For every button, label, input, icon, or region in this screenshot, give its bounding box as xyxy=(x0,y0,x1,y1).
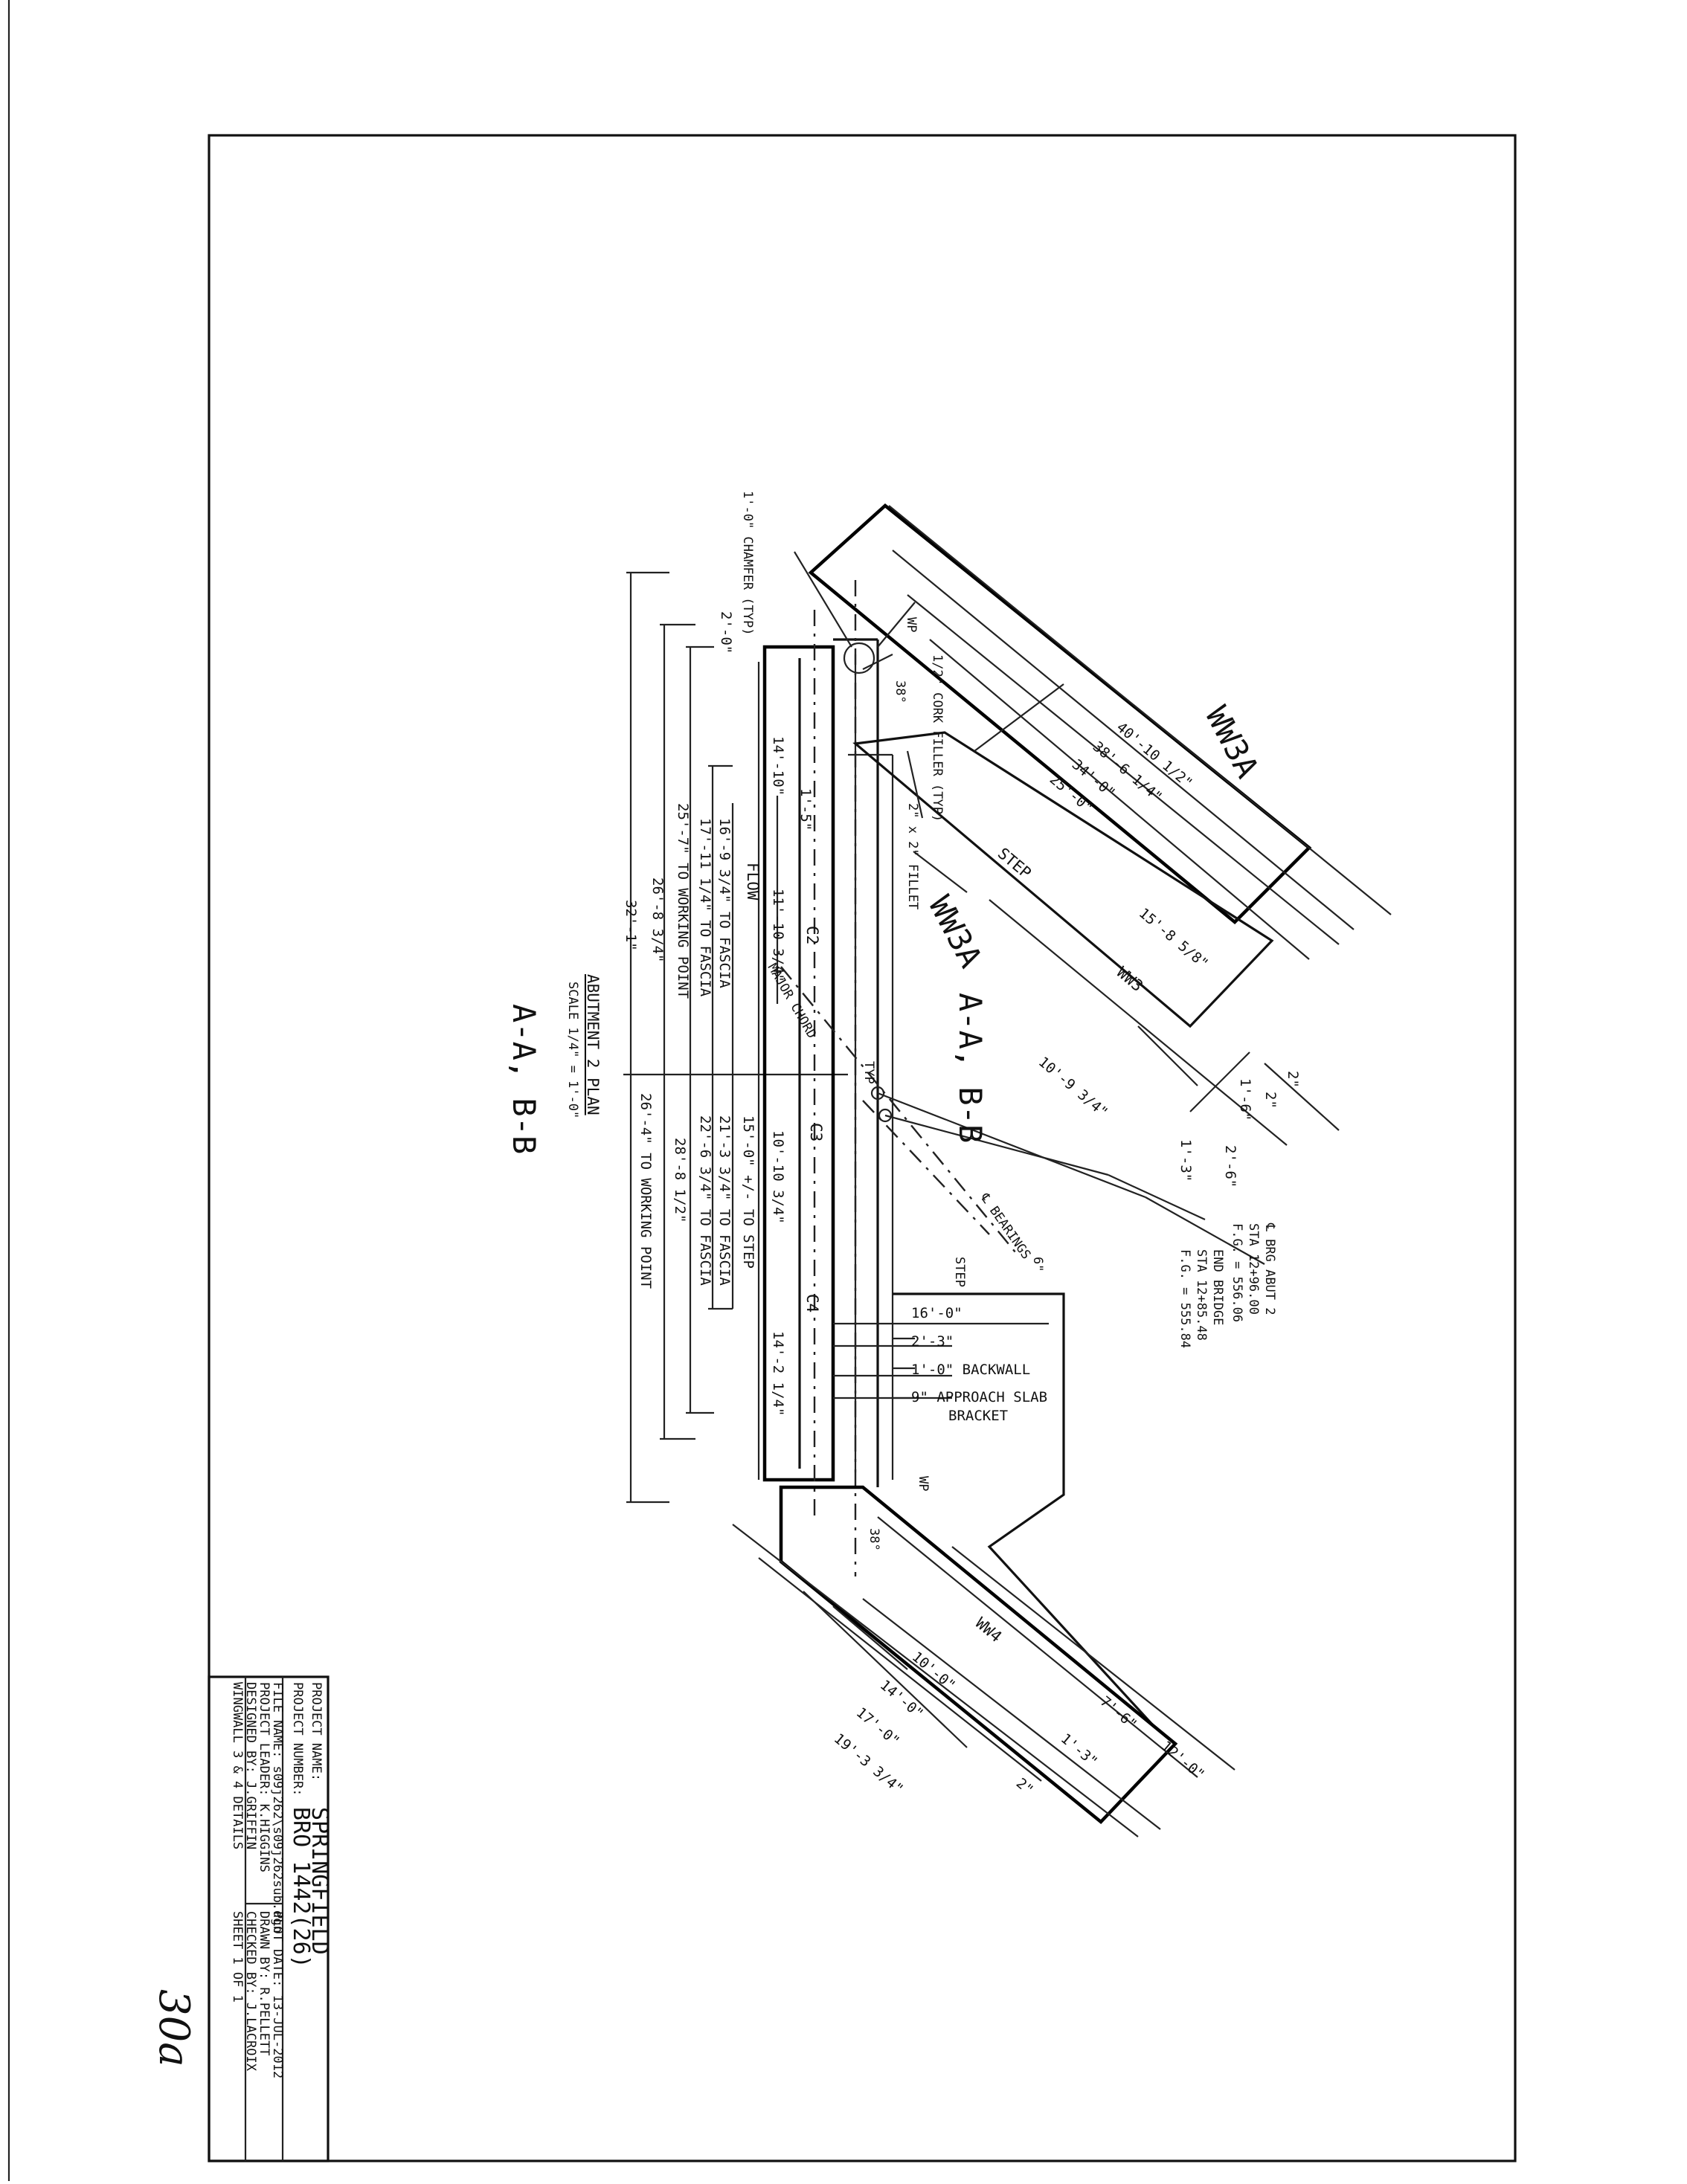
dim-25-7: 25'-7" TO WORKING POINT xyxy=(675,803,691,999)
brg-abut-label: ℄ BRG ABUT 2 xyxy=(1262,1223,1277,1315)
bearings-label: ℄ BEARINGS xyxy=(977,1191,1033,1263)
angle-bottom-label: 38° xyxy=(867,1528,881,1551)
title-block xyxy=(208,1675,330,2162)
dim-2c: 2" xyxy=(1013,1775,1037,1799)
aa-bb-label-mid: A-A, B-B xyxy=(952,993,989,1143)
dim-26-4: 26'-4" TO WORKING POINT xyxy=(637,1093,654,1289)
fillet-label: 2" x 2" FILLET xyxy=(905,803,920,909)
project-leader: PROJECT LEADER: K.HIGGINS xyxy=(257,1682,271,1872)
checked-by: CHECKED BY: J.LACROIX xyxy=(243,1911,258,2072)
project-name: SPRINGFIELD xyxy=(306,1807,332,1955)
plan-scale: SCALE 1/4" = 1'-0" xyxy=(565,982,580,1118)
project-number-label: PROJECT NUMBER: xyxy=(290,1682,305,1797)
dim-2-0: 2'-0" xyxy=(718,611,734,654)
approach-slab-label: 9" APPROACH SLAB xyxy=(911,1389,1047,1405)
typ-label: TYP xyxy=(861,1061,876,1084)
c4-label: C4 xyxy=(803,1294,821,1312)
dim-2-3: 2'-3" xyxy=(911,1333,954,1350)
backwall-label: 1'-0" BACKWALL xyxy=(911,1362,1030,1378)
dim-6: 6" xyxy=(1030,1257,1045,1272)
dim-28-8: 28'-8 1/2" xyxy=(672,1138,688,1223)
dim-11-10: 11'-10 3/4" xyxy=(770,889,786,982)
dim-17-11: 17'-11 1/4" TO FASCIA xyxy=(697,818,713,997)
end-sta-label: STA 12+85.48 xyxy=(1194,1249,1209,1341)
sheet-title: WINGWALL 3 & 4 DETAILS xyxy=(230,1682,245,1849)
dim-15-0: 15'-0" +/- TO STEP xyxy=(740,1115,756,1269)
dim-32-1: 32'-1" xyxy=(623,900,639,951)
dim-1-3b: 1'-3" xyxy=(1058,1730,1101,1771)
end-bridge-label: END BRIDGE xyxy=(1210,1249,1225,1325)
c3-label: C3 xyxy=(807,1123,825,1141)
dim-10-10: 10'-10 3/4" xyxy=(770,1130,786,1224)
ww3-label: WW3 xyxy=(1114,963,1146,995)
project-number: BRO 1442(26) xyxy=(288,1807,314,1968)
dim-1-5: 1'-5" xyxy=(797,788,814,831)
dim-26-8: 26'-8 3/4" xyxy=(649,877,666,962)
dim-16-9: 16'-9 3/4" TO FASCIA xyxy=(716,818,733,988)
dim-12-0: 12'-0" xyxy=(1158,1738,1208,1783)
brg-sta-label: STA 12+96.00 xyxy=(1246,1223,1261,1315)
ww3a-label-mid: WW3A xyxy=(922,890,989,973)
ww4-label: WW4 xyxy=(972,1614,1005,1646)
cork-filler-label: 1/2" CORK FILLER (TYP) xyxy=(930,654,945,822)
dim-17-0: 17'-0" xyxy=(853,1704,903,1750)
dim-21-3: 21'-3 3/4" TO FASCIA xyxy=(716,1115,733,1286)
chamfer-label: 1'-0" CHAMFER (TYP) xyxy=(740,491,755,635)
dim-2b: 2" xyxy=(1262,1092,1279,1109)
handwritten-page-number: 30a xyxy=(150,1989,198,2067)
flow-label: FLOW xyxy=(744,863,762,901)
dim-15-8: 15'-8 5/8" xyxy=(1136,905,1212,972)
section-ref-label: A-A, B-B xyxy=(506,1004,542,1154)
plan-view xyxy=(623,503,1392,1837)
brg-fg-label: F.G. = 556.06 xyxy=(1230,1223,1244,1322)
designed-by: DESIGNED BY: J.GRIFFIN xyxy=(243,1682,258,1849)
dim-14-10: 14'-10" xyxy=(770,736,786,796)
sheet-number: SHEET 1 OF 1 xyxy=(230,1911,245,2003)
sheet-border xyxy=(208,134,1517,2162)
drawn-by: DRAWN BY: R.PELLETT xyxy=(257,1911,271,2055)
end-fg-label: F.G. = 555.84 xyxy=(1177,1249,1192,1348)
dim-2a: 2" xyxy=(1285,1071,1301,1088)
dim-2-6: 2'-6" xyxy=(1222,1145,1238,1188)
bracket-label: BRACKET xyxy=(948,1408,1008,1424)
major-chord-label: MAJOR CHORD xyxy=(765,961,820,1042)
angle-top-label: 38° xyxy=(893,680,907,703)
wp-bottom-label: WP xyxy=(916,1476,931,1491)
dim-10-9: 10'-9 3/4" xyxy=(1035,1054,1111,1121)
dim-14-2: 14'-2 1/4" xyxy=(770,1331,786,1416)
file-name: FILE NAME: s09j262\s09j262sub.dgn xyxy=(270,1682,285,1933)
project-name-label: PROJECT NAME: xyxy=(309,1682,324,1781)
c2-label: C2 xyxy=(803,926,821,944)
plan-title: ABUTMENT 2 PLAN xyxy=(584,974,602,1115)
step-main-label: STEP xyxy=(952,1257,967,1287)
dim-1-6: 1'-6" xyxy=(1237,1078,1253,1121)
wp-top-label: WP xyxy=(904,617,919,632)
dim-22-6: 22'-6 3/4" TO FASCIA xyxy=(697,1115,713,1286)
dim-16-0: 16'-0" xyxy=(911,1305,963,1321)
dim-1-3a: 1'-3" xyxy=(1177,1139,1194,1182)
plot-date: PLOT DATE: 13-JUL-2012 xyxy=(270,1911,285,2078)
ww3a-label-top: WW3A xyxy=(1198,700,1266,784)
